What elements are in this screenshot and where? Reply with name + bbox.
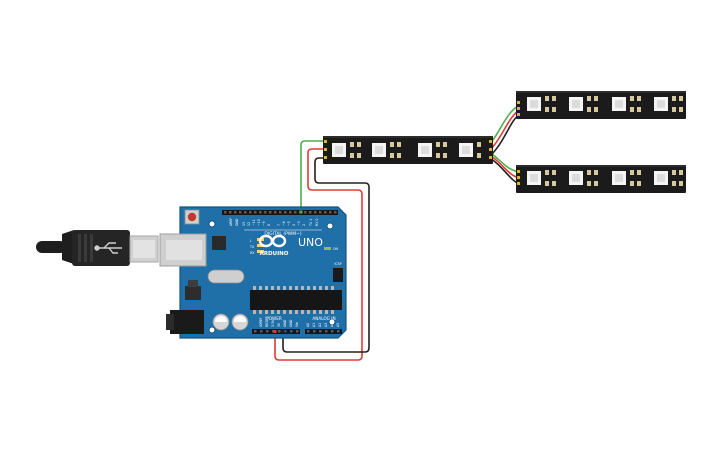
arduino-brand: ARDUINO	[260, 251, 289, 257]
strip-pads-right	[489, 140, 492, 159]
digital-pin-label: TX 1	[309, 219, 313, 227]
analog-pin-label: A5	[336, 323, 340, 327]
atmega-chip	[250, 286, 342, 314]
led-pixel	[527, 170, 556, 186]
wire-gnd-board	[282, 157, 370, 353]
digital-pin-label: 4	[292, 224, 296, 226]
strip-pads-left	[324, 140, 327, 159]
wire-5v-board	[274, 148, 363, 361]
digital-pin-label: ~9	[262, 221, 266, 226]
digital-pin-label: 8	[267, 224, 271, 226]
analog-pin-label: A0	[306, 323, 310, 327]
power-pin-label: 5V	[277, 322, 281, 327]
capacitors	[212, 313, 249, 331]
power-pin-labels: IOREF RESET 3.3V 5V GND GND Vin	[259, 317, 299, 327]
led-pixel	[418, 142, 447, 158]
analog-pin-labels: A0 A1 A2 A3 A4 A5	[306, 323, 340, 327]
led-pixel	[654, 170, 683, 186]
l-label: L	[250, 239, 252, 243]
on-label: ON	[333, 247, 339, 251]
digital-header[interactable]	[222, 210, 338, 215]
digital-pin-label: ~10	[257, 219, 261, 226]
digital-pin-label: ~6	[282, 221, 286, 226]
reset-button[interactable]	[184, 209, 200, 225]
mounting-holes	[208, 220, 336, 334]
icsp-header	[333, 268, 343, 282]
arduino-uno-board[interactable]: AREF GND 13 12 ~11 ~10 ~9 8 7 ~6 ~5 4 ~3…	[159, 206, 347, 339]
led-pixels	[332, 142, 481, 158]
wire-endpoints	[273, 210, 303, 333]
digital-pin-label: ~3	[297, 221, 301, 226]
led-pixel	[612, 170, 641, 186]
on-led	[324, 247, 331, 250]
tx-rx-leds	[257, 244, 264, 247]
usb-interface-chip	[212, 236, 226, 250]
power-pin-label: 3.3V	[271, 319, 275, 327]
analog-pin-label: A1	[312, 323, 316, 327]
tx-label: TX	[249, 245, 255, 249]
led-pixels	[527, 96, 683, 112]
power-pin-label: IOREF	[259, 317, 263, 327]
usb-plug-grip	[78, 234, 93, 262]
led-strip-main[interactable]	[323, 136, 493, 164]
power-header-label: POWER	[266, 316, 282, 321]
digital-pin-labels: 13 12 ~11 ~10 ~9 8 7 ~6 ~5 4 ~3 2 TX 1 R…	[242, 219, 319, 227]
uno-model: UNO	[298, 236, 323, 249]
led-strip-bottom[interactable]	[516, 165, 686, 193]
gnd-label: GND	[235, 218, 239, 226]
power-pin-label: RESET	[265, 317, 269, 327]
analog-pin-label: A3	[324, 323, 328, 327]
arduino-logo	[258, 234, 287, 248]
led-pixel	[527, 96, 556, 112]
usb-icon	[94, 242, 122, 254]
digital-pin-label: ~5	[287, 221, 291, 226]
strip-pads-left	[517, 170, 520, 185]
power-pin-label: Vin	[295, 322, 299, 327]
led-pixel	[332, 142, 361, 158]
crystal-oscillator	[207, 269, 245, 284]
led-pixel	[372, 142, 401, 158]
digital-pin-label: 2	[302, 224, 306, 226]
strip-pads-left	[517, 101, 520, 116]
analog-header-label: ANALOG IN	[312, 316, 335, 321]
usb-cable[interactable]	[36, 230, 159, 266]
digital-pin-label: ~11	[252, 219, 256, 226]
digital-pin-label: 13	[242, 222, 246, 226]
power-pin-label: GND	[289, 319, 293, 327]
voltage-regulator	[185, 286, 201, 300]
usb-cable-cord	[36, 241, 66, 253]
aref-label: AREF	[229, 218, 233, 226]
rx-label: RX	[250, 251, 255, 255]
wire-data-board	[300, 140, 327, 212]
digital-pin-label: RX 0	[315, 219, 319, 226]
power-jack	[170, 310, 204, 334]
led-pixel	[654, 96, 683, 112]
digital-pin-label: 7	[277, 224, 281, 226]
analog-pin-label: A2	[318, 323, 322, 327]
analog-header[interactable]	[305, 329, 342, 334]
led-pixel	[612, 96, 641, 112]
digital-pin-label: 12	[247, 222, 251, 226]
analog-pin-label: A4	[330, 323, 334, 327]
led-pixel	[569, 170, 598, 186]
icsp-label: ICSP	[334, 262, 341, 266]
led-pixels	[527, 170, 683, 186]
power-pin-label: GND	[283, 319, 287, 327]
led-pixel	[569, 96, 598, 112]
led-strip-top[interactable]	[516, 91, 686, 119]
led-pixel	[459, 142, 481, 158]
digital-header-label: DIGITAL (PWM~)	[264, 231, 302, 237]
